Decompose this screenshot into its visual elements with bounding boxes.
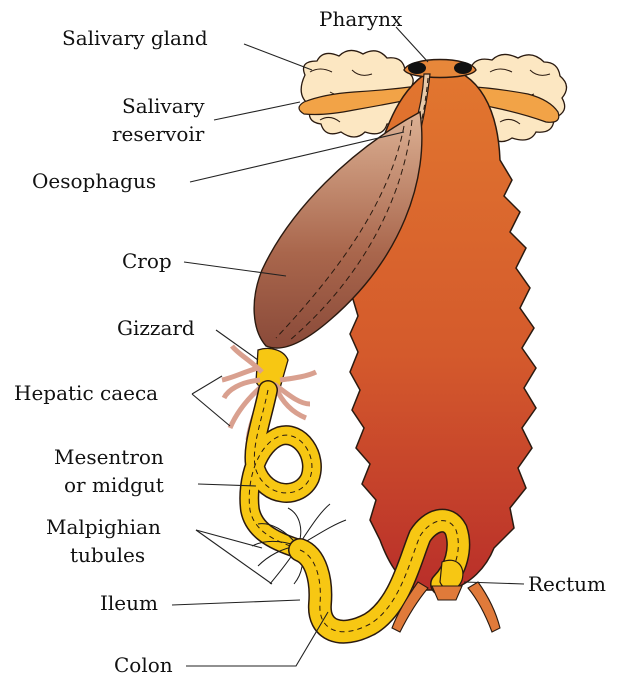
eye-left bbox=[408, 62, 426, 74]
label-mesentron-line2: or midgut bbox=[64, 473, 164, 497]
label-salivary-reservoir-line2: reservoir bbox=[112, 122, 205, 146]
rectum bbox=[440, 560, 463, 589]
label-ileum: Ileum bbox=[100, 591, 158, 615]
label-gizzard: Gizzard bbox=[117, 316, 195, 340]
label-mesentron-line1: Mesentron bbox=[54, 445, 164, 469]
label-oesophagus: Oesophagus bbox=[32, 169, 156, 193]
label-hepatic-caeca: Hepatic caeca bbox=[14, 381, 158, 405]
label-crop: Crop bbox=[122, 249, 172, 273]
label-salivary-gland: Salivary gland bbox=[62, 26, 208, 50]
label-pharynx: Pharynx bbox=[319, 7, 403, 31]
eye-right bbox=[454, 62, 472, 74]
label-malpighian-line1: Malpighian bbox=[46, 515, 161, 539]
label-colon: Colon bbox=[114, 653, 173, 677]
label-salivary-reservoir-line1: Salivary bbox=[122, 94, 205, 118]
label-rectum: Rectum bbox=[528, 572, 606, 596]
label-malpighian-line2: tubules bbox=[70, 543, 145, 567]
